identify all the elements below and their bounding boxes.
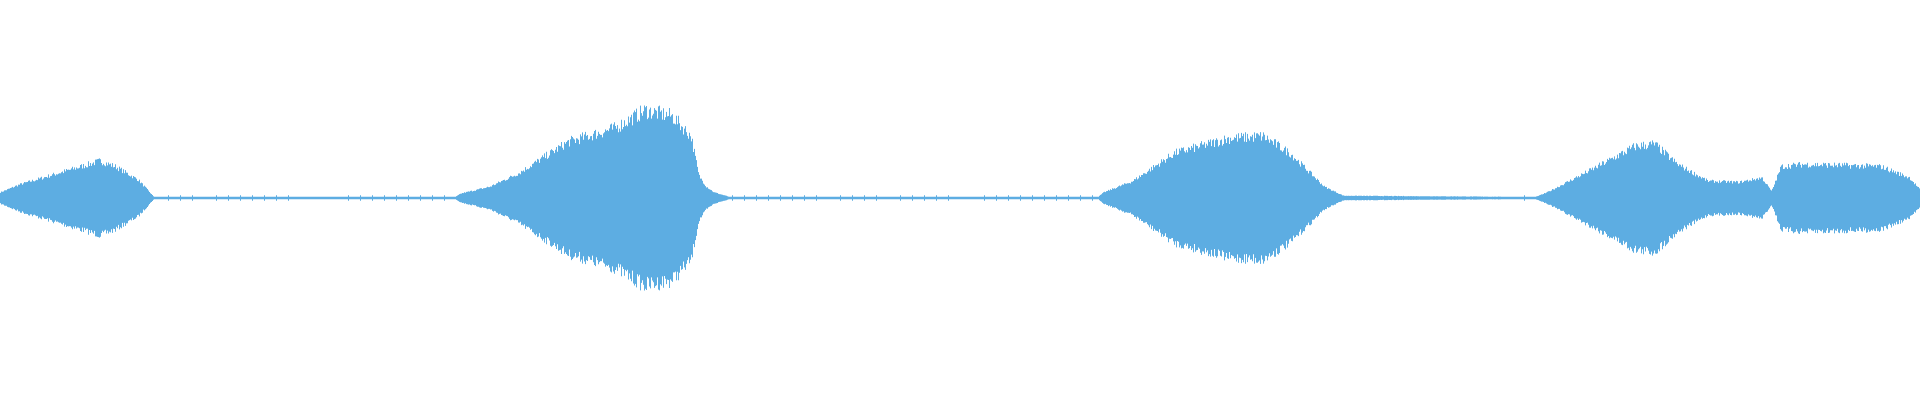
waveform-samples [0,105,1920,291]
